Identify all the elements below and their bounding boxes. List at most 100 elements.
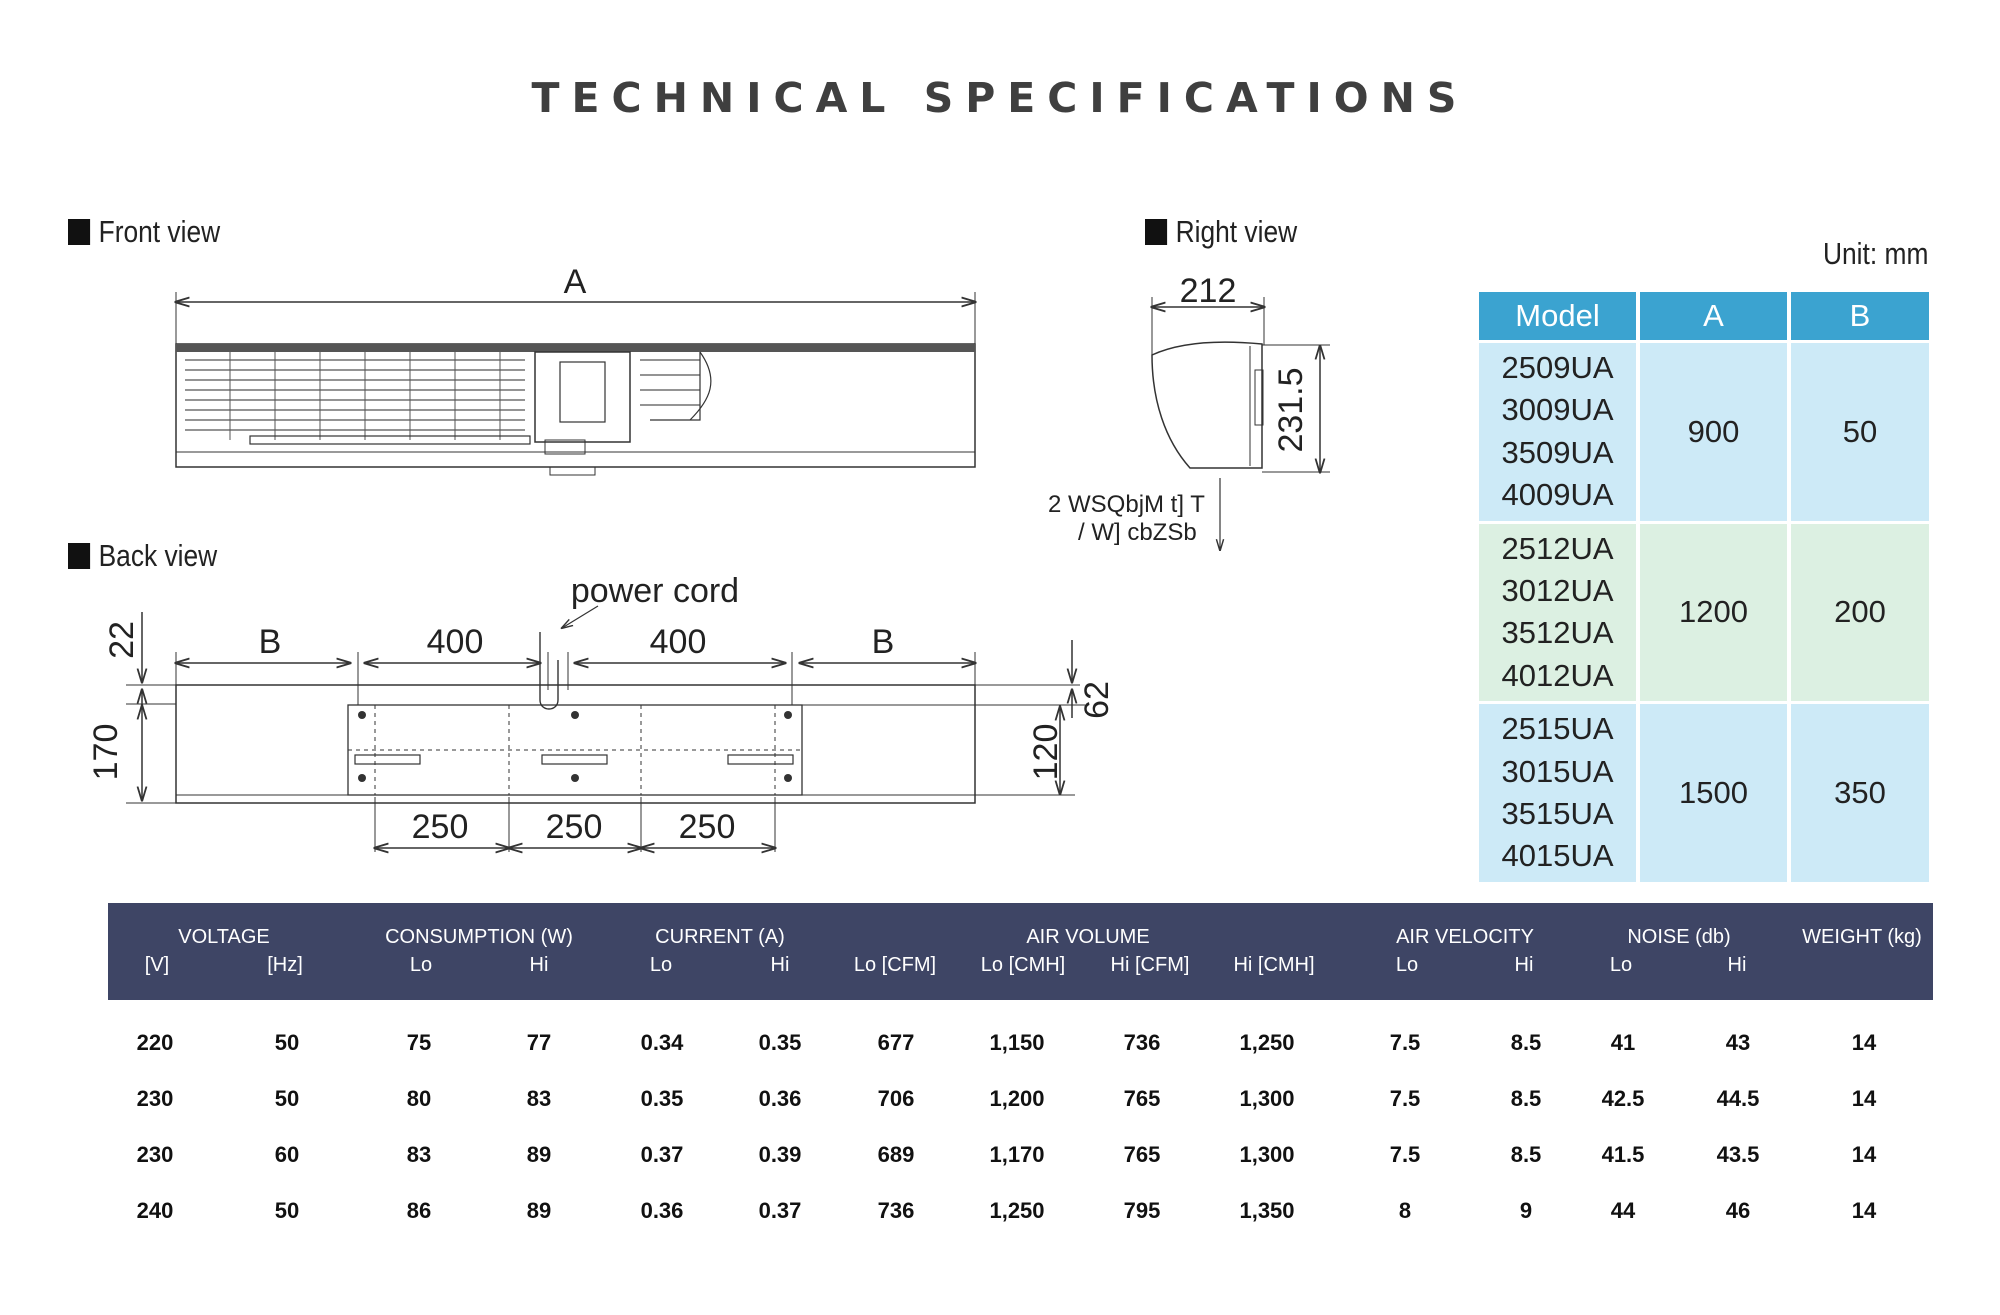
dim-170-label: 170 (87, 724, 125, 781)
voltage-hz: 50 (274, 1030, 300, 1055)
model-name: 4015UA (1501, 838, 1614, 874)
dim-120-label: 120 (1027, 724, 1065, 781)
dim-62-label: 62 (1078, 681, 1116, 719)
consumption-lo: 75 (406, 1030, 432, 1055)
voltage-hz: 50 (274, 1086, 300, 1111)
dim-b-value: 50 (1791, 343, 1929, 521)
current-hi: 0.39 (758, 1142, 802, 1167)
dim-b-value: 200 (1791, 523, 1929, 702)
current-hi: 0.35 (758, 1030, 802, 1055)
consumption-hi: 89 (526, 1198, 552, 1223)
dim-b-right-label: B (872, 623, 895, 661)
back-view-label-text: Back view (98, 538, 218, 573)
right-note-line2: / W] cbZSb (1078, 519, 1197, 546)
dim-400-left-label: 400 (427, 623, 484, 661)
air-volume-lo-cfm: 677 (877, 1030, 915, 1055)
model-group-row: 2512UA 3012UA 3512UA 4012UA 1200 200 (1479, 523, 1929, 702)
current-lo: 0.36 (640, 1198, 684, 1223)
air-velocity-lo: 7.5 (1389, 1086, 1421, 1111)
front-view-label-text: Front view (98, 214, 221, 249)
spec-table-header: VOLTAGE CONSUMPTION (W) CURRENT (A) AIR … (108, 903, 1933, 1000)
dim-250-3-label: 250 (679, 808, 736, 846)
weight-header: WEIGHT (kg) (1802, 926, 1922, 948)
weight: 14 (1851, 1142, 1877, 1167)
air-volume-lo-cmh: 1,170 (989, 1142, 1045, 1167)
front-view-drawing (176, 292, 975, 476)
model-name: 3015UA (1501, 753, 1614, 789)
air-velocity-lo: 7.5 (1389, 1142, 1421, 1167)
table-row: 220 50 75 77 0.34 0.35 677 1,150 736 1,2… (108, 1030, 1933, 1070)
air-volume-lo-cfm: 689 (877, 1142, 915, 1167)
noise-hi: 44.5 (1716, 1086, 1760, 1111)
back-unit-body (175, 684, 976, 804)
right-view-drawing (1152, 297, 1330, 550)
a-header: A (1640, 292, 1787, 340)
table-row: 230 60 83 89 0.37 0.39 689 1,170 765 1,3… (108, 1142, 1933, 1182)
table-row: 230 50 80 83 0.35 0.36 706 1,200 765 1,3… (108, 1086, 1933, 1126)
sub-header: Lo (1395, 954, 1419, 976)
current-lo: 0.34 (640, 1030, 684, 1055)
air-volume-hi-cfm: 736 (1123, 1030, 1161, 1055)
air-volume-header: AIR VOLUME (1026, 926, 1150, 948)
model-group-row: 2515UA 3015UA 3515UA 4015UA 1500 350 (1479, 704, 1929, 882)
model-header: Model (1479, 292, 1636, 340)
back-view-drawing (126, 605, 1085, 852)
model-name: 4012UA (1501, 657, 1614, 693)
noise-lo: 41 (1610, 1030, 1636, 1055)
dim-400-right-label: 400 (650, 623, 707, 661)
noise-lo: 42.5 (1601, 1086, 1645, 1111)
air-volume-hi-cfm: 765 (1123, 1142, 1161, 1167)
consumption-lo: 83 (406, 1142, 432, 1167)
air-velocity-hi: 8.5 (1510, 1030, 1542, 1055)
sub-header: Lo [CFM] (853, 954, 937, 976)
dim-22-label: 22 (103, 621, 141, 659)
air-velocity-lo: 8 (1398, 1198, 1412, 1223)
right-note-line1: 2 WSQbjM t] T (1048, 491, 1205, 518)
dim-a-label: A (564, 263, 587, 301)
sub-header: Lo (649, 954, 673, 976)
noise-hi: 46 (1725, 1198, 1751, 1223)
page-title: TECHNICAL SPECIFICATIONS (531, 74, 1469, 122)
voltage-v: 230 (136, 1142, 174, 1167)
sub-header: Hi (770, 954, 790, 976)
consumption-lo: 80 (406, 1086, 432, 1111)
dim-b-left-label: B (259, 623, 282, 661)
right-width-label: 212 (1180, 272, 1237, 310)
air-volume-hi-cfm: 765 (1123, 1086, 1161, 1111)
right-height-label: 231.5 (1272, 367, 1310, 452)
current-lo: 0.37 (640, 1142, 684, 1167)
voltage-v: 220 (136, 1030, 174, 1055)
model-name: 3509UA (1501, 434, 1614, 470)
sub-header: Hi (1727, 954, 1747, 976)
voltage-hz: 50 (274, 1198, 300, 1223)
model-list: 2515UA 3015UA 3515UA 4015UA (1479, 704, 1636, 882)
table-row: 240 50 86 89 0.36 0.37 736 1,250 795 1,3… (108, 1198, 1933, 1238)
sub-header: Hi (1514, 954, 1534, 976)
air-velocity-hi: 8.5 (1510, 1142, 1542, 1167)
consumption-hi: 89 (526, 1142, 552, 1167)
sub-header: Lo (1609, 954, 1633, 976)
consumption-header: CONSUMPTION (W) (385, 926, 573, 948)
model-name: 2509UA (1501, 350, 1614, 385)
model-name: 3009UA (1501, 392, 1614, 428)
model-name: 4009UA (1501, 477, 1614, 513)
air-volume-lo-cfm: 736 (877, 1198, 915, 1223)
dim-250-2-label: 250 (546, 808, 603, 846)
model-name: 2515UA (1501, 711, 1614, 747)
technical-drawings: A 212 231.5 2 WSQbjM t] T / W] cbZSb (87, 263, 1330, 880)
weight: 14 (1851, 1086, 1877, 1111)
sub-header: Hi [CMH] (1233, 954, 1315, 976)
right-view-label-text: Right view (1175, 214, 1298, 249)
bullet-square-icon (68, 219, 91, 245)
air-volume-hi-cmh: 1,350 (1239, 1198, 1295, 1223)
weight: 14 (1851, 1198, 1877, 1223)
front-view-label: Front view (68, 214, 220, 250)
dim-a-value: 1500 (1640, 704, 1787, 882)
b-header: B (1791, 292, 1929, 340)
bullet-square-icon (1145, 219, 1168, 245)
current-header: CURRENT (A) (655, 926, 785, 948)
sub-header: [Hz] (267, 954, 303, 976)
unit-label: Unit: mm (1823, 236, 1929, 271)
dim-250-1-label: 250 (412, 808, 469, 846)
bullet-square-icon (68, 543, 91, 569)
